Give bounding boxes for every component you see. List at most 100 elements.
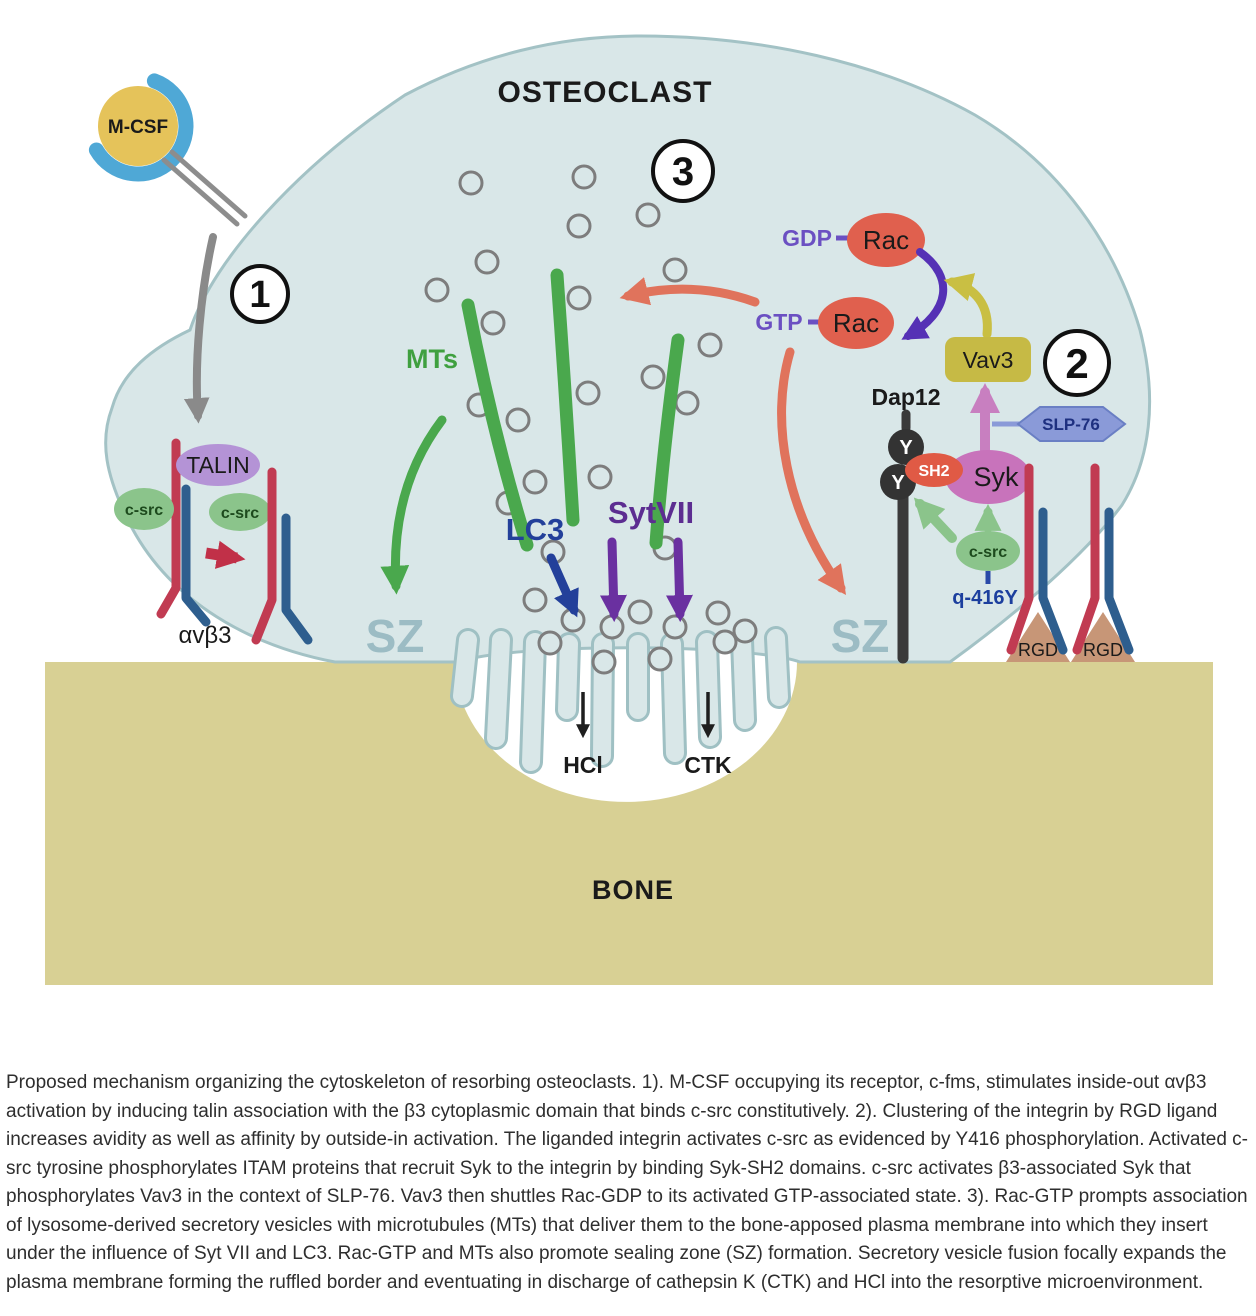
csrc-oval xyxy=(209,493,271,531)
vesicle-icon xyxy=(647,646,673,672)
vesicle-icon xyxy=(575,380,601,406)
vesicle-icon xyxy=(522,469,548,495)
vesicle-icon xyxy=(635,202,661,228)
itam-y-upper-label: Y xyxy=(899,437,913,459)
talin-oval xyxy=(176,444,260,486)
integrin-beta3-icon xyxy=(156,438,181,619)
microtubule-line xyxy=(649,333,685,550)
integrin-alphav-icon xyxy=(181,484,211,627)
vesicle-icon xyxy=(458,170,484,196)
integrin-beta3-icon xyxy=(1072,463,1100,655)
slp76-label: SLP-76 xyxy=(1042,415,1100,434)
mcsf-ball-icon xyxy=(98,86,178,166)
vesicle-icon xyxy=(587,464,613,490)
sytvii-arrow xyxy=(665,537,693,623)
discharge-group: HCl CTK xyxy=(563,692,732,778)
talin-label: TALIN xyxy=(186,452,249,478)
rac-cycle: GDP Rac GTP Rac xyxy=(755,213,992,349)
vesicle-icon xyxy=(599,614,625,640)
step-3-number: 3 xyxy=(672,150,694,194)
rac-to-mt-arrow xyxy=(619,277,760,307)
rgd-label: RGD xyxy=(1018,640,1058,660)
sealing-zone-left-label: SZ xyxy=(366,610,425,662)
vesicle-icon xyxy=(571,164,597,190)
vav3-box xyxy=(945,337,1031,382)
csrc-label: c-src xyxy=(969,544,1007,561)
microtubule-line xyxy=(461,298,534,552)
avb3-label: αvβ3 xyxy=(178,622,231,649)
integrin-alphav-icon xyxy=(1104,507,1134,655)
osteoclast-diagram: M-CSF 1 TALIN c-src c-src αvβ3 SZ SZ MTs… xyxy=(45,34,1213,985)
talin-integrin-complex: TALIN c-src c-src αvβ3 xyxy=(114,438,313,649)
step-3-badge: 3 xyxy=(651,139,715,203)
mcsf-signal-arrow xyxy=(183,233,217,424)
sh2-label: SH2 xyxy=(918,463,949,480)
rac-gtp-label: Rac xyxy=(833,308,879,338)
gtp-label: GTP xyxy=(755,309,802,335)
vesicle-icon xyxy=(662,257,688,283)
step-2-badge: 2 xyxy=(1043,329,1111,397)
vesicle-icon xyxy=(627,599,653,625)
bone-label: BONE xyxy=(592,875,674,905)
lc3-label: LC3 xyxy=(506,512,565,547)
rac-to-sz-arrow xyxy=(777,347,847,596)
sytvii-label: SytVII xyxy=(608,495,694,530)
sealing-zone-right-label: SZ xyxy=(831,610,890,662)
syk-label: Syk xyxy=(973,462,1019,492)
microtubules xyxy=(461,268,685,552)
vesicle-icon xyxy=(697,332,723,358)
ruffled-border xyxy=(450,626,791,774)
q416y-label: q-416Y xyxy=(952,587,1018,609)
sh2-oval xyxy=(905,453,963,487)
lc3-arrow xyxy=(546,553,579,618)
receptor-stem xyxy=(161,157,240,227)
vesicle-icon xyxy=(480,310,506,336)
csrc-oval xyxy=(114,488,174,530)
csrc-to-dap12-arrow xyxy=(913,497,957,543)
vesicle-icon xyxy=(640,364,666,390)
integrin-alphav-icon xyxy=(281,513,313,645)
vesicle-icon xyxy=(505,407,531,433)
vesicle-icon xyxy=(732,618,758,644)
vav3-node: Vav3 xyxy=(945,337,1031,382)
syk-complex: SH2 Syk c-src q-416Y xyxy=(905,450,1031,609)
itam-y-lower-label: Y xyxy=(891,472,905,494)
mcsf-receptor-complex: M-CSF xyxy=(88,73,248,227)
ctk-label: CTK xyxy=(684,752,732,778)
dap12-label: Dap12 xyxy=(871,384,940,410)
integrin-beta3-icon xyxy=(251,467,277,645)
osteoclast-title: OSTEOCLAST xyxy=(497,76,712,109)
rgd-integrin-cluster: RGD RGD xyxy=(1006,463,1135,662)
csrc-oval xyxy=(956,531,1020,571)
vesicle-icon xyxy=(474,249,500,275)
csrc-label: c-src xyxy=(221,505,259,522)
receptor-stem xyxy=(169,149,248,219)
mcsf-label: M-CSF xyxy=(108,117,168,138)
sytvii-arrow xyxy=(599,537,627,623)
csrc-label: c-src xyxy=(125,502,163,519)
slp76-hexagon xyxy=(1016,406,1127,442)
vesicle-icon xyxy=(674,390,700,416)
step-1-badge: 1 xyxy=(230,264,290,324)
gdp-label: GDP xyxy=(782,225,832,251)
vav3-to-rac-arrow xyxy=(943,273,992,339)
slp76-node: SLP-76 xyxy=(992,406,1127,442)
vesicle-icon xyxy=(712,629,738,655)
vesicle-icon xyxy=(424,277,450,303)
mt-to-sz-arrow xyxy=(380,415,447,595)
figure-caption: Proposed mechanism organizing the cytosk… xyxy=(6,1072,1249,1293)
syk-oval xyxy=(945,450,1031,504)
vesicle-icon xyxy=(662,614,688,640)
vesicle-icon xyxy=(705,600,731,626)
microtubule-line xyxy=(550,268,580,527)
vesicle-icon xyxy=(566,285,592,311)
rgd-triangle xyxy=(1006,612,1070,662)
gdp-to-gtp-arrow xyxy=(901,248,948,340)
rgd-triangle xyxy=(1071,612,1135,662)
step-1-number: 1 xyxy=(249,274,270,316)
rgd-label: RGD xyxy=(1083,640,1123,660)
step-2-number: 2 xyxy=(1065,340,1088,387)
vav3-label: Vav3 xyxy=(963,347,1014,373)
vesicle-icon xyxy=(591,649,617,675)
itam-tyrosine-icon xyxy=(888,429,924,465)
